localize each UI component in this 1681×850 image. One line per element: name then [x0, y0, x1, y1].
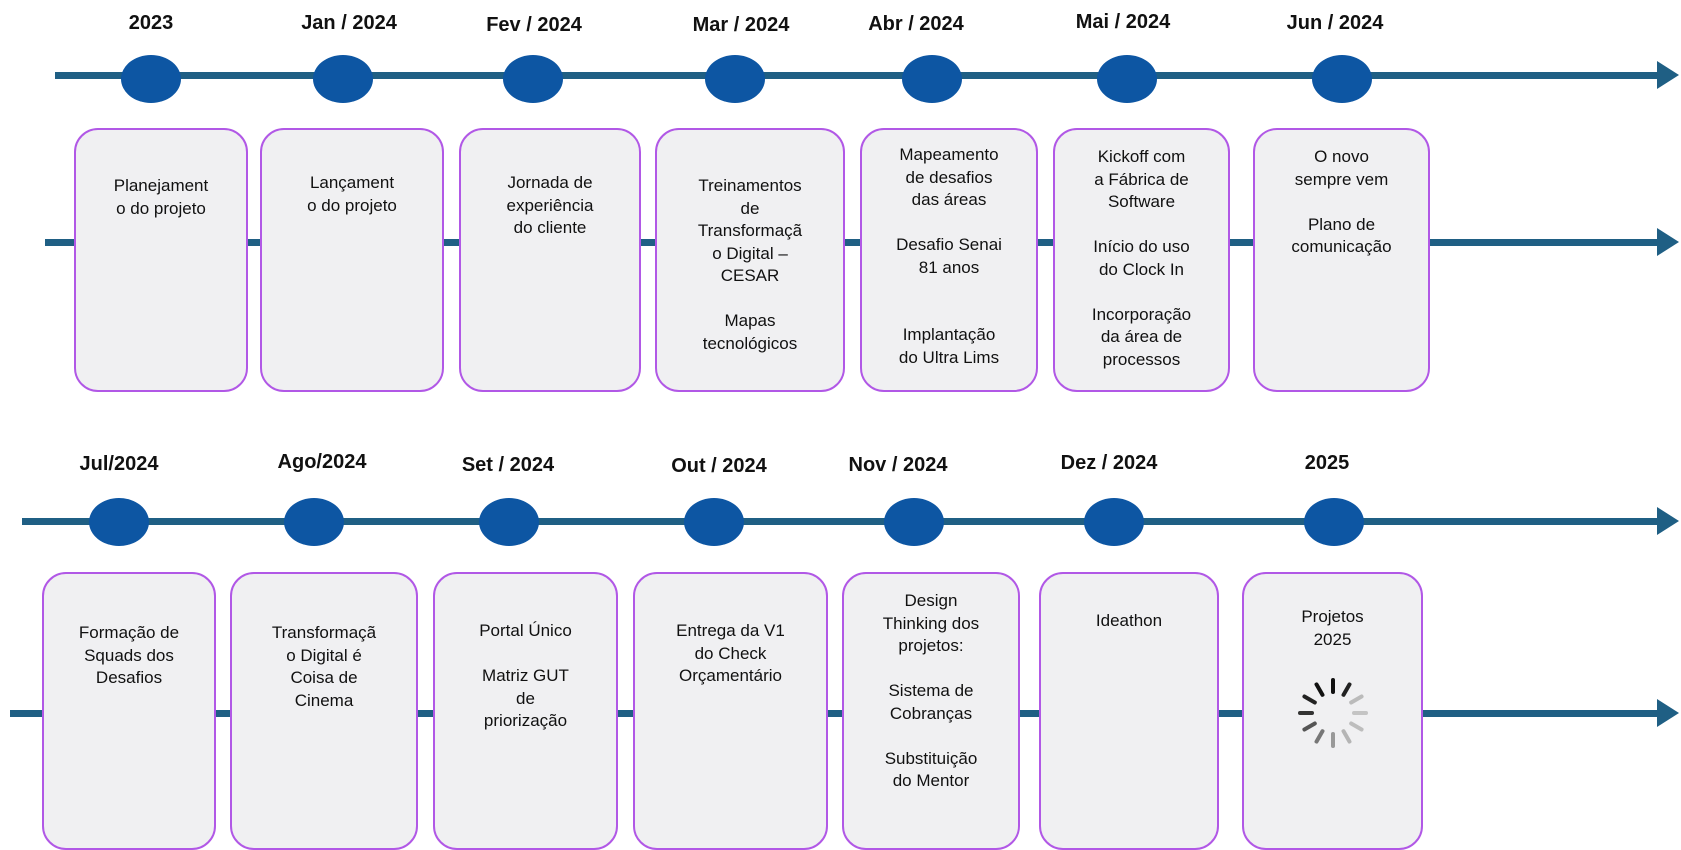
milestone-date: Ago/2024: [277, 451, 367, 473]
milestone-date: Mar / 2024: [692, 14, 790, 36]
milestone-card: Jornada de experiência do cliente: [459, 128, 641, 392]
milestone-card: O novo sempre vem Plano de comunicação: [1253, 128, 1430, 392]
milestone-dot: [684, 498, 744, 546]
milestone-card: Planejament o do projeto: [74, 128, 248, 392]
milestone-dot: [1084, 498, 1144, 546]
milestone-date: Out / 2024: [671, 455, 767, 477]
milestone-date: Set / 2024: [461, 454, 555, 476]
milestone-card: Lançament o do projeto: [260, 128, 444, 392]
timeline-connector: [10, 699, 1679, 727]
milestone-card: Kickoff com a Fábrica de Software Início…: [1053, 128, 1230, 392]
milestone-dot: [503, 55, 563, 103]
milestone-card: Mapeamento de desafios das áreas Desafio…: [860, 128, 1038, 392]
milestone-dot: [89, 498, 149, 546]
milestone-card: Ideathon: [1039, 572, 1219, 850]
milestone-dot: [705, 55, 765, 103]
timeline-axis-bottom: [22, 507, 1679, 535]
milestone-dot: [479, 498, 539, 546]
milestone-card: Entrega da V1 do Check Orçamentário: [633, 572, 828, 850]
milestone-date: 2025: [1304, 452, 1350, 474]
milestone-date: Jan / 2024: [301, 12, 397, 34]
timeline-axis-top: [55, 61, 1679, 89]
milestone-date: Dez / 2024: [1060, 452, 1158, 474]
milestone-dot: [884, 498, 944, 546]
milestone-card: Formação de Squads dos Desafios: [42, 572, 216, 850]
milestone-date: Mai / 2024: [1075, 11, 1171, 33]
milestone-dot: [121, 55, 181, 103]
milestone-dot: [284, 498, 344, 546]
milestone-card: Portal Único Matriz GUT de priorização: [433, 572, 618, 850]
milestone-date: 2023: [128, 12, 174, 34]
milestone-card: Treinamentos de Transformaçã o Digital –…: [655, 128, 845, 392]
milestone-date: Nov / 2024: [848, 454, 948, 476]
milestone-card: Projetos 2025: [1242, 572, 1423, 850]
milestone-dot: [1304, 498, 1364, 546]
milestone-card: Transformaçã o Digital é Coisa de Cinema: [230, 572, 418, 850]
milestone-date: Fev / 2024: [486, 14, 582, 36]
milestone-dot: [313, 55, 373, 103]
milestone-dot: [1097, 55, 1157, 103]
milestone-date: Jul/2024: [79, 453, 159, 475]
milestone-dot: [902, 55, 962, 103]
milestone-card: Design Thinking dos projetos: Sistema de…: [842, 572, 1020, 850]
milestone-date: Jun / 2024: [1286, 12, 1384, 34]
timeline-connector: [45, 228, 1679, 256]
milestone-date: Abr / 2024: [868, 13, 964, 35]
loading-spinner-icon: [1298, 678, 1368, 748]
milestone-dot: [1312, 55, 1372, 103]
